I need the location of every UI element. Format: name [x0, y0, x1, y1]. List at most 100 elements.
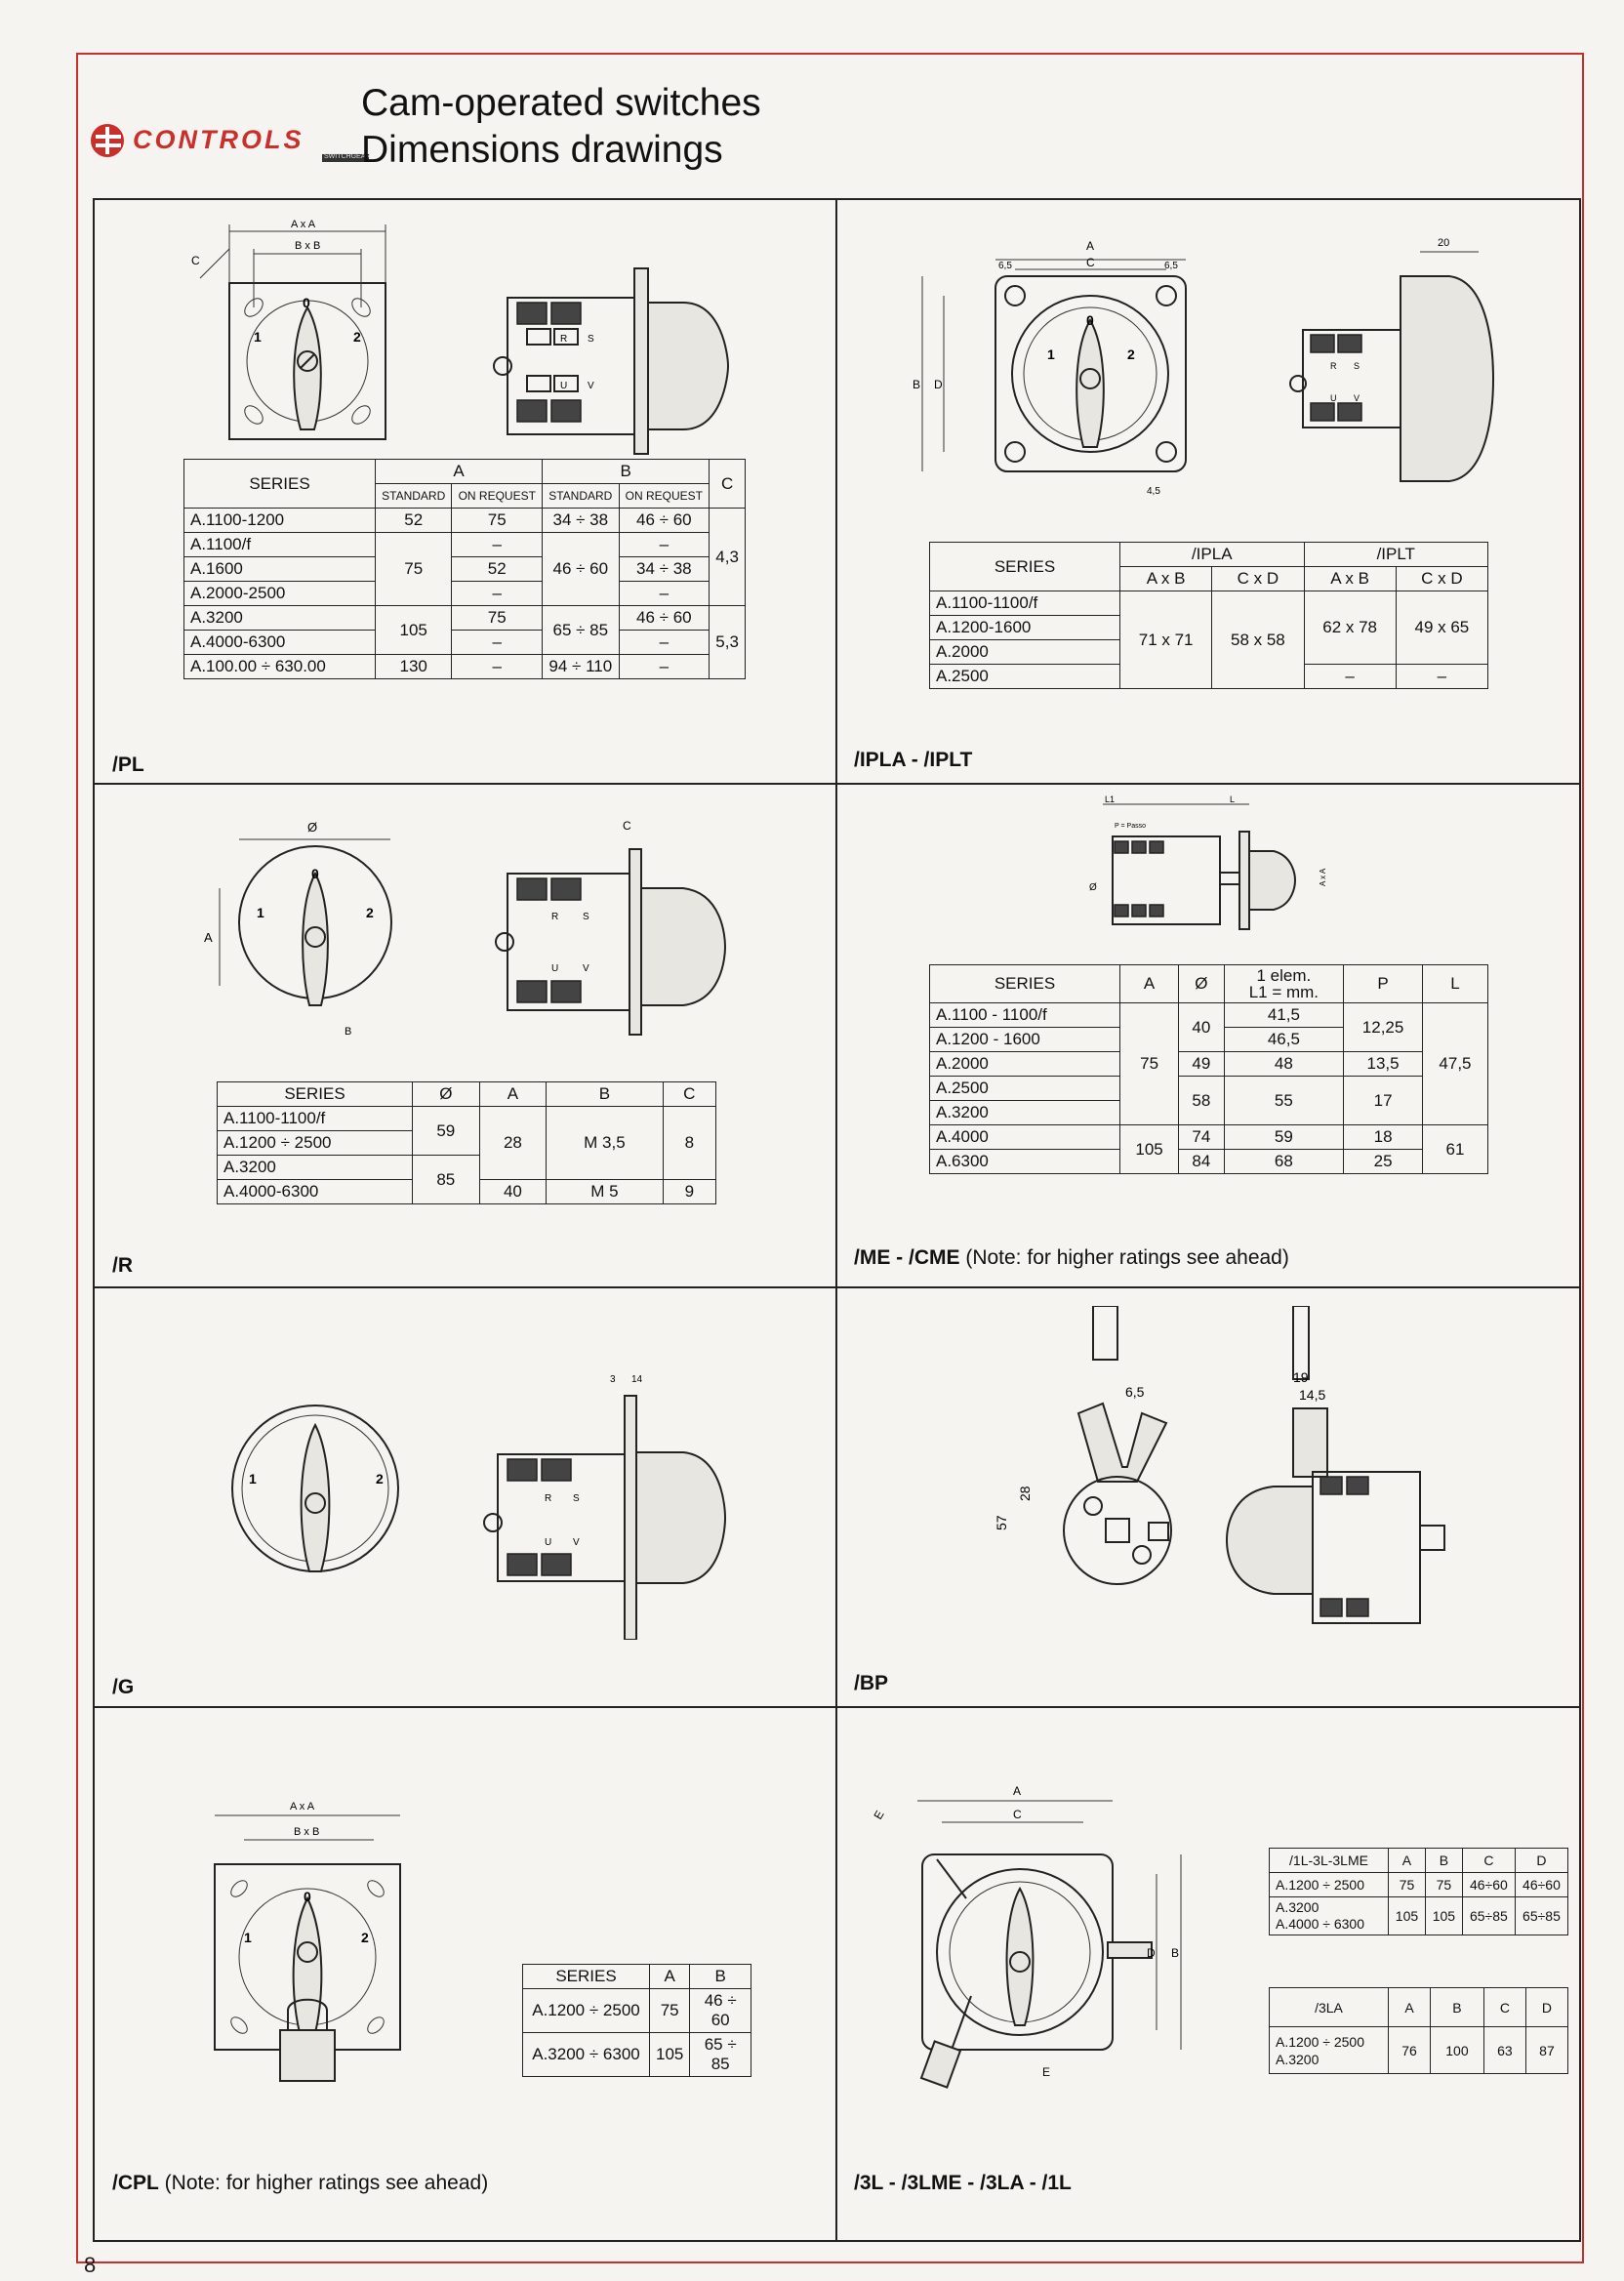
- pl-dim-c: C: [191, 254, 200, 267]
- bp-dim-19: 19: [1293, 1369, 1309, 1385]
- r-term-s: S: [583, 912, 589, 922]
- pl-pos-1: 1: [254, 329, 262, 345]
- me-label: /ME - /CME (Note: for higher ratings see…: [854, 1246, 1289, 1269]
- bp-dim-28: 28: [1017, 1486, 1033, 1501]
- cpl-pos-0: 0: [304, 1889, 311, 1904]
- g-term-v: V: [573, 1537, 580, 1548]
- ipla-dim-a: A: [1086, 239, 1094, 253]
- ipla-pos-1: 1: [1047, 346, 1055, 362]
- me-dim-l1: L1: [1105, 794, 1115, 804]
- l3-label: /3L - /3LME - /3LA - /1L: [854, 2172, 1072, 2194]
- grid-divider-row-1: [93, 783, 1581, 785]
- cpl-pos-2: 2: [361, 1930, 369, 1945]
- title-line-1: Cam-operated switches: [361, 82, 761, 124]
- me-dim-l: L: [1230, 794, 1235, 804]
- pl-term-u: U: [560, 381, 567, 391]
- cpl-drawing: A x A B x B 0 1 2: [214, 1801, 401, 2082]
- bp-dim-145: 14,5: [1299, 1387, 1325, 1403]
- grid-divider-row-2: [93, 1286, 1581, 1288]
- ipla-pos-2: 2: [1127, 346, 1135, 362]
- brand-name: CONTROLS: [133, 125, 304, 154]
- table-row: A.4000-6300––: [183, 630, 746, 655]
- pl-h-a-std: STANDARD: [374, 483, 453, 509]
- bp-label: /BP: [854, 1672, 889, 1694]
- pl-h-series: SERIES: [183, 459, 376, 509]
- pl-dim-axa: A x A: [291, 219, 316, 230]
- g-dim-3: 3: [610, 1374, 616, 1385]
- grid-divider-vertical: [835, 198, 837, 2242]
- bp-dim-57: 57: [994, 1515, 1009, 1530]
- pl-label: /PL: [112, 754, 144, 776]
- title-line-2: Dimensions drawings: [361, 129, 723, 171]
- ipla-dim-65b: 6,5: [1164, 261, 1178, 271]
- ipla-term-v: V: [1354, 393, 1360, 403]
- pl-h-a: A: [374, 459, 544, 484]
- ipla-dim-b: B: [913, 378, 920, 391]
- r-dim-phi: Ø: [307, 820, 317, 835]
- pl-term-v: V: [588, 381, 594, 391]
- l3-dim-a: A: [1013, 1784, 1021, 1798]
- l3-drawing: A C E B D E: [871, 1784, 1182, 2089]
- ipla-dim-65a: 6,5: [998, 261, 1012, 271]
- ipla-dim-45: 4,5: [1147, 486, 1160, 497]
- brand-sub: SWITCHGEAR: [322, 153, 371, 162]
- l3-dim-e: E: [871, 1809, 886, 1822]
- r-dim-b: B: [345, 1026, 351, 1038]
- ipla-drawing: A C 6,5 6,5 B D 0 1 2 4,5 R S U V 20: [913, 237, 1495, 497]
- cpl-dim-axa: A x A: [290, 1801, 315, 1813]
- controls-logo-icon: [91, 124, 124, 157]
- g-drawing: 1 2 R S U V 3 14: [231, 1374, 727, 1640]
- pl-pos-0: 0: [303, 295, 310, 310]
- pl-term-s: S: [588, 334, 594, 345]
- r-dim-c: C: [623, 819, 631, 833]
- controls-logo: CONTROLS SWITCHGEAR: [88, 119, 370, 168]
- bp-drawing: 6,5 19 14,5 57 28: [994, 1306, 1445, 1624]
- page-title: Cam-operated switches Dimensions drawing…: [361, 80, 761, 174]
- ipla-dim-20: 20: [1438, 237, 1449, 249]
- l3-dim-c: C: [1013, 1808, 1022, 1821]
- ipla-label: /IPLA - /IPLT: [854, 749, 973, 771]
- g-label: /G: [112, 1676, 135, 1698]
- r-term-v: V: [583, 963, 589, 974]
- ipla-term-u: U: [1330, 393, 1337, 403]
- pl-drawing: A x A B x B C 0 1 2 R S U V: [191, 219, 730, 455]
- table-row: A.2000: [929, 639, 1488, 665]
- r-pos-0: 0: [311, 866, 319, 881]
- g-pos-2: 2: [376, 1471, 384, 1487]
- ipla-dim-c: C: [1086, 256, 1095, 269]
- pl-c1: 4,3: [709, 508, 746, 606]
- r-dim-a: A: [204, 930, 213, 945]
- pl-c2: 5,3: [709, 605, 746, 679]
- ipla-term-r: R: [1330, 361, 1337, 371]
- cpl-pos-1: 1: [244, 1930, 252, 1945]
- pl-pos-2: 2: [353, 329, 361, 345]
- ipla-dim-d: D: [934, 378, 943, 391]
- r-pos-1: 1: [257, 905, 264, 920]
- r-pos-2: 2: [366, 905, 374, 920]
- me-dim-axa: A x A: [1319, 868, 1327, 886]
- cpl-label: /CPL (Note: for higher ratings see ahead…: [112, 2172, 489, 2194]
- page-number: 8: [84, 2253, 97, 2277]
- g-pos-1: 1: [249, 1471, 257, 1487]
- table-row: A.1200 ÷ 2500: [217, 1130, 716, 1156]
- g-dim-14: 14: [631, 1374, 643, 1385]
